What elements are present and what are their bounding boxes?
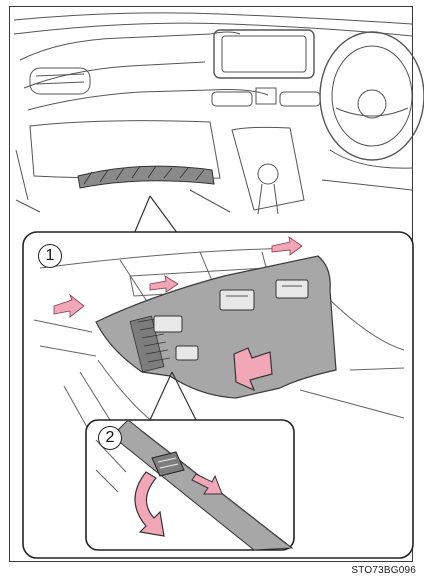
callout-wedge [134,196,178,234]
dashboard-overview [14,13,424,214]
step-1-badge: 1 [38,244,62,268]
panel-location-hatch [78,166,214,188]
figure-code: STO73BG096 [351,565,416,576]
step-2-badge: 2 [98,426,122,450]
